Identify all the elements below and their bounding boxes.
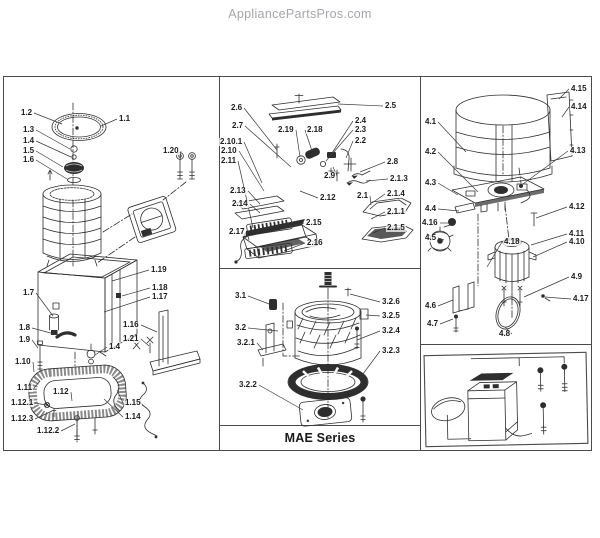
part-label-4.10: 4.10 [568,237,586,246]
part-label-2.1.4: 2.1.4 [386,189,406,198]
part-label-1.5: 1.5 [22,146,36,155]
part-label-1.20: 1.20 [162,146,180,155]
panel-divider-left-middle [219,76,221,450]
part-label-2.1.5: 2.1.5 [386,223,406,232]
inset-panel-art [423,351,589,448]
middle-bottom-panel-art [257,272,369,427]
part-label-1.14: 1.14 [124,412,142,421]
part-label-1.16: 1.16 [122,320,140,329]
part-label-4.18: 4.18 [503,237,521,246]
part-label-2.7: 2.7 [231,121,245,130]
part-label-1.1: 1.1 [118,114,132,123]
part-label-2.6: 2.6 [230,103,244,112]
part-label-3.2.3: 3.2.3 [381,346,401,355]
part-label-3.2.6: 3.2.6 [381,297,401,306]
part-label-4.7: 4.7 [426,319,440,328]
part-label-1.12.2: 1.12.2 [36,426,61,435]
site-watermark: AppliancePartsPros.com [228,7,372,21]
left-panel-art [28,102,201,443]
series-label-divider [219,425,421,427]
part-label-2.14: 2.14 [231,199,249,208]
part-label-1.12: 1.12 [52,387,70,396]
part-label-1.2: 1.2 [20,108,34,117]
part-label-1.3: 1.3 [22,125,36,134]
panel-divider-middle-horizontal [219,268,421,270]
part-label-4.5: 4.5 [424,233,438,242]
part-label-2.15: 2.15 [305,218,323,227]
part-label-1.12.3: 1.12.3 [10,414,35,423]
part-label-2.4: 2.4 [354,116,368,125]
part-label-4.8: 4.8 [498,329,512,338]
series-label: MAE Series [284,430,356,445]
part-label-4.17: 4.17 [572,294,590,303]
part-label-1.4: 1.4 [22,136,36,145]
part-label-3.1: 3.1 [234,291,248,300]
part-label-1.9: 1.9 [18,335,32,344]
part-label-1.18: 1.18 [151,283,169,292]
part-label-4.2: 4.2 [424,147,438,156]
part-label-1.6: 1.6 [22,155,36,164]
part-label-2.18: 2.18 [306,125,324,134]
part-label-4.4: 4.4 [424,204,438,213]
panel-divider-right-horizontal [420,344,591,346]
part-label-1.10: 1.10 [14,357,32,366]
right-panel-art [426,91,574,333]
diagram-outer-border [3,76,592,451]
part-label-2.10: 2.10 [220,146,238,155]
part-label-1.4: 1.4 [108,342,122,351]
part-label-2.13: 2.13 [229,186,247,195]
panel-divider-middle-right [420,76,422,450]
part-label-2.17: 2.17 [228,227,246,236]
part-label-2.1: 2.1 [356,191,370,200]
part-label-2.10.1: 2.10.1 [219,137,244,146]
part-label-4.3: 4.3 [424,178,438,187]
part-label-1.11: 1.11 [16,383,34,392]
part-label-2.16: 2.16 [306,238,324,247]
part-label-2.8: 2.8 [386,157,400,166]
part-label-4.16: 4.16 [421,218,439,227]
part-label-2.3: 2.3 [354,125,368,134]
part-label-4.11: 4.11 [568,229,586,238]
part-label-4.6: 4.6 [424,301,438,310]
part-label-2.11: 2.11 [220,156,238,165]
part-label-2.9: 2.9 [323,171,337,180]
part-label-2.5: 2.5 [384,101,398,110]
part-label-1.12.1: 1.12.1 [10,398,35,407]
part-label-2.12: 2.12 [319,193,337,202]
part-label-1.15: 1.15 [124,398,142,407]
part-label-2.1.1: 2.1.1 [386,207,406,216]
part-label-2.1.3: 2.1.3 [389,174,409,183]
part-label-2.19: 2.19 [277,125,295,134]
part-label-1.7: 1.7 [22,288,36,297]
part-label-3.2.2: 3.2.2 [238,380,258,389]
part-label-4.9: 4.9 [570,272,584,281]
part-label-3.2.5: 3.2.5 [381,311,401,320]
part-label-4.15: 4.15 [570,84,588,93]
part-label-2.2: 2.2 [354,136,368,145]
part-label-1.19: 1.19 [150,265,168,274]
part-label-1.17: 1.17 [151,292,169,301]
part-label-1.21: 1.21 [122,334,140,343]
part-label-3.2.1: 3.2.1 [236,338,256,347]
part-label-3.2: 3.2 [234,323,248,332]
part-label-4.13: 4.13 [569,146,587,155]
part-label-4.14: 4.14 [570,102,588,111]
part-label-1.8: 1.8 [18,323,32,332]
part-label-4.1: 4.1 [424,117,438,126]
part-label-3.2.4: 3.2.4 [381,326,401,335]
part-label-4.12: 4.12 [568,202,586,211]
